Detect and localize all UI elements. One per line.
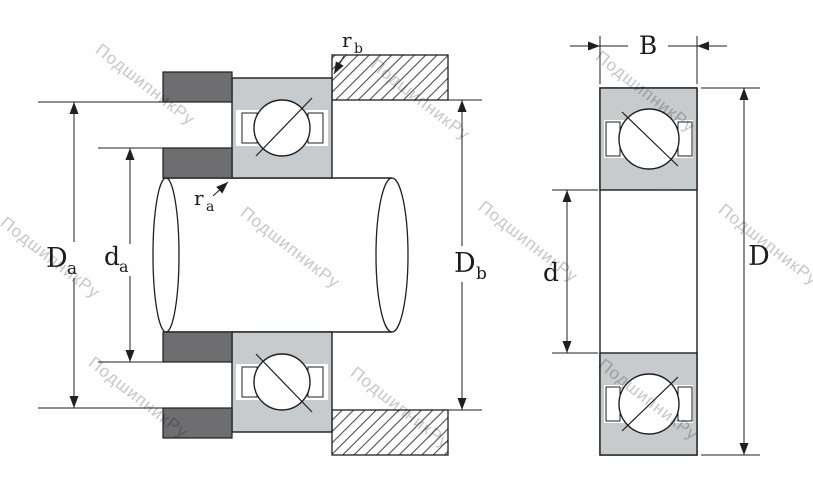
shaft <box>152 177 409 333</box>
dim-label-Db-sub: b <box>476 264 487 284</box>
abutment-shoulders <box>162 71 233 439</box>
dim-label-ra: r <box>194 186 204 210</box>
dim-label-rb: r <box>342 28 352 52</box>
dim-label-Db: D <box>454 248 476 279</box>
bearing-cross-section <box>599 87 698 456</box>
shaft-shoulder-bottom <box>162 331 233 363</box>
bearing-section-bottom <box>231 331 333 433</box>
bearing-section-top <box>231 77 333 179</box>
dim-label-D: D <box>748 241 770 272</box>
housing-shoulder-bottom <box>162 407 233 439</box>
dim-label-da: d <box>104 242 120 271</box>
shaft-shoulder-top <box>162 147 233 179</box>
housing-shoulder-top <box>162 71 233 103</box>
shaft-end-ellipse-right <box>375 177 409 333</box>
dim-label-B: B <box>639 31 657 60</box>
housing-section <box>331 54 449 456</box>
cage-left-top-right <box>605 121 621 157</box>
shaft-end-ellipse-left <box>152 177 180 333</box>
contact-angle-line-bottom-right <box>621 376 679 432</box>
contact-angle-line-top-right <box>621 111 679 167</box>
dim-label-ra-sub: a <box>206 199 214 215</box>
shaft-body <box>166 179 392 331</box>
label-backplate-da <box>100 244 136 276</box>
dim-label-d: d <box>543 258 559 287</box>
housing-hatch-bottom <box>331 409 449 456</box>
leader-line-rb <box>333 55 345 75</box>
cage-left-bottom-right <box>605 386 621 422</box>
dim-label-Da: D <box>46 243 68 274</box>
label-backplate-Da <box>40 242 86 278</box>
cage-right-top-right <box>677 121 693 157</box>
label-backplate-Db <box>448 246 496 282</box>
dim-label-Da-sub: a <box>67 259 77 279</box>
contact-angle-line-top <box>255 97 313 157</box>
leader-line-ra <box>212 181 229 197</box>
housing-hatch-top <box>331 54 449 101</box>
cage-right-bottom-right <box>677 386 693 422</box>
contact-angle-line-bottom <box>255 353 313 413</box>
dim-label-da-sub: a <box>119 257 129 276</box>
dimension-labels: D a d a r a r b D b B d D <box>46 28 770 287</box>
dim-label-rb-sub: b <box>354 41 363 57</box>
